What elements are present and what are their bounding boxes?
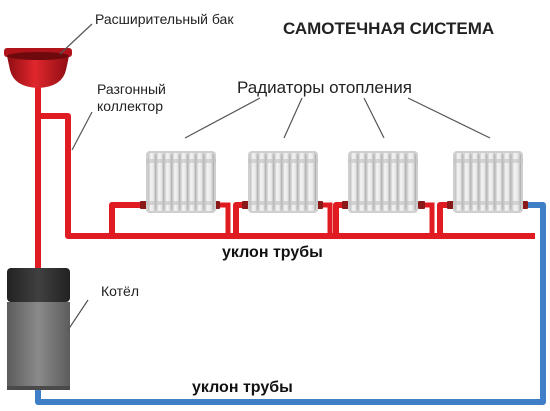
supply-slope-label: уклон трубы: [222, 244, 323, 261]
leader-lines: [59, 23, 491, 331]
diagram-title: САМОТЕЧНАЯ СИСТЕМА: [283, 19, 494, 38]
radiator-3: [348, 151, 418, 213]
supply-pipe: [35, 84, 535, 268]
radiators-label: Радиаторы отопления: [237, 78, 412, 97]
boiler: [7, 268, 70, 390]
radiator-2: [248, 151, 318, 213]
radiator-4: [453, 151, 523, 213]
riser-label-line2: коллектор: [97, 98, 163, 114]
riser-label-line1: Разгонный: [97, 81, 166, 97]
radiator-1: [146, 151, 216, 213]
boiler-label: Котёл: [101, 283, 139, 299]
expansion-tank-label: Расширительный бак: [95, 11, 234, 27]
return-slope-label: уклон трубы: [192, 379, 293, 396]
expansion-tank: [4, 48, 72, 88]
